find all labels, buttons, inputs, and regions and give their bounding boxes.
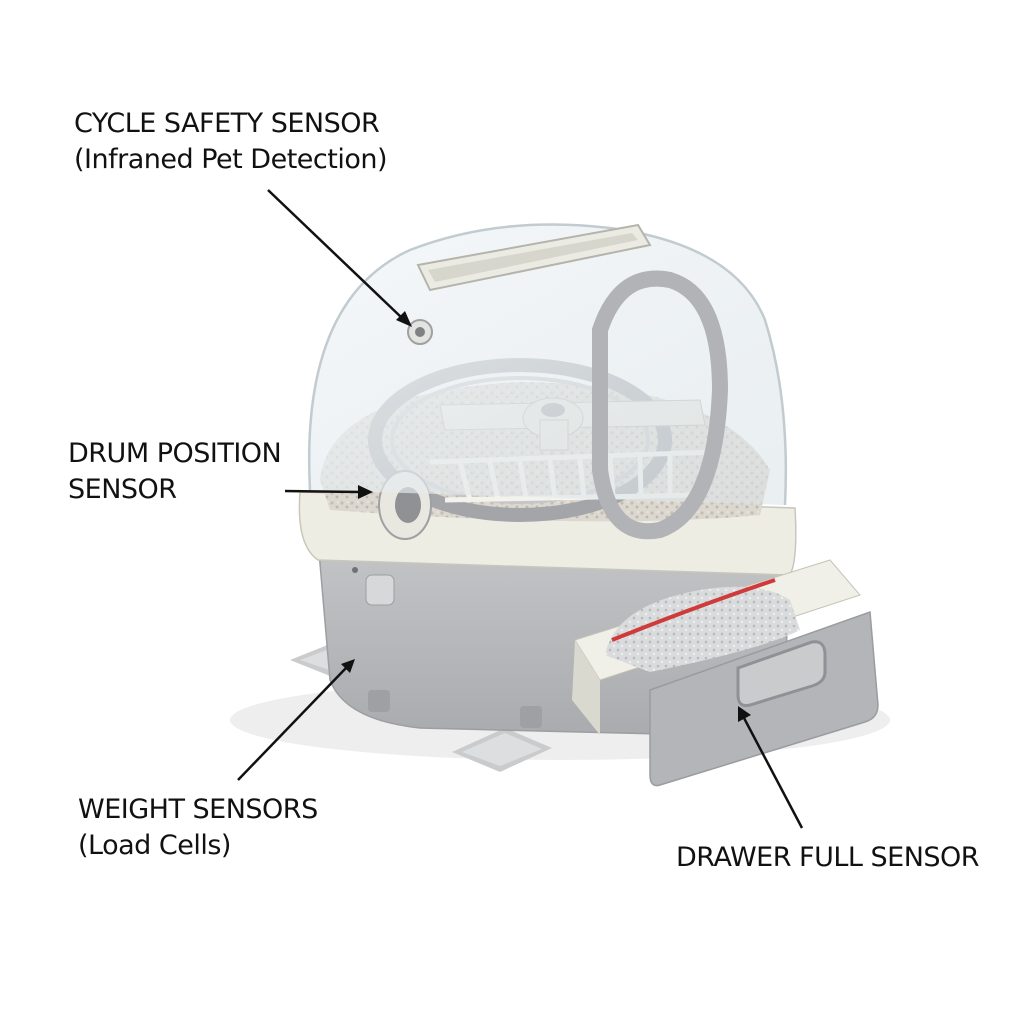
base-button (365, 574, 395, 606)
top-handle (416, 223, 652, 292)
cycle-safety-sensor-dot (407, 319, 433, 345)
transparent-dome (308, 223, 788, 506)
weight-sensor-pad-right (452, 728, 552, 772)
waste-bag (605, 586, 800, 672)
arrow-cycle-safety-sensor (267, 189, 412, 327)
arrow-weight-sensors (237, 659, 355, 781)
base-foot-left (368, 690, 390, 712)
label-weight-line1: WEIGHT SENSORS (78, 794, 318, 825)
drawer-handle (736, 640, 827, 707)
label-drawer-full-line1: DRAWER FULL SENSOR (676, 842, 980, 873)
label-weight-sensors: WEIGHT SENSORS (Load Cells) (74, 792, 322, 864)
label-drawer-full-sensor: DRAWER FULL SENSOR (672, 840, 984, 876)
label-drum-position-sensor: DRUM POSITION SENSOR (64, 436, 286, 508)
label-cycle-safety-line2: (Infraned Pet Detection) (74, 144, 388, 175)
entry-ring (592, 270, 729, 540)
label-drum-position-line1: DRUM POSITION (68, 438, 282, 469)
base-foot-mid (520, 706, 542, 728)
arrow-drawer-full-sensor (738, 706, 804, 829)
label-weight-line2: (Load Cells) (78, 830, 231, 861)
label-drum-position-line2: SENSOR (68, 474, 177, 505)
waste-drawer (572, 559, 879, 787)
label-cycle-safety-line1: CYCLE SAFETY SENSOR (74, 108, 380, 139)
label-cycle-safety-sensor: CYCLE SAFETY SENSOR (Infraned Pet Detect… (70, 106, 392, 178)
base-indicator-dot (352, 567, 358, 573)
